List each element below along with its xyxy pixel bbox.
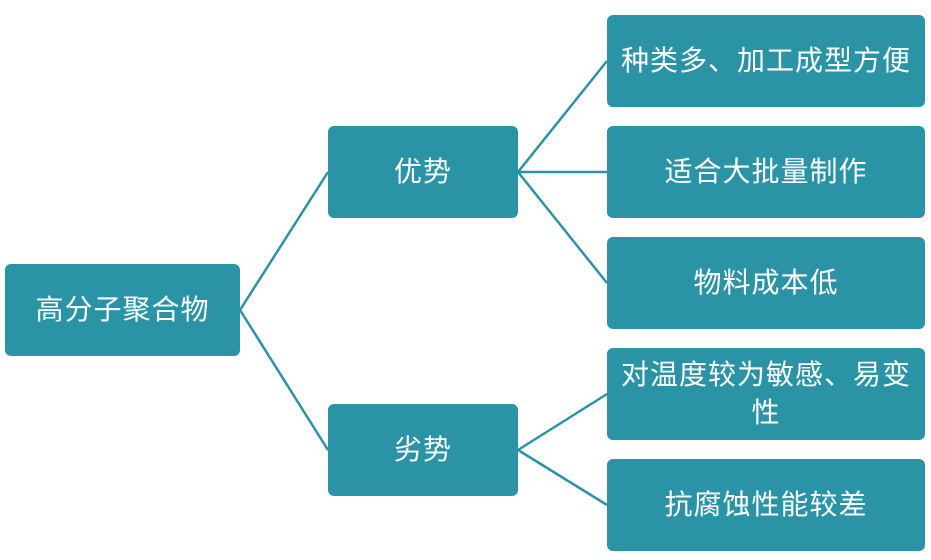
leaf-node-label: 适合大批量制作 bbox=[664, 155, 868, 188]
leaf-node-label: 抗腐蚀性能较差 bbox=[664, 488, 868, 521]
branch-node-disadvantage-label: 劣势 bbox=[393, 433, 452, 466]
leaf-node-label: 种类多、加工成型方便 bbox=[620, 44, 911, 77]
branch-node-disadvantage: 劣势 bbox=[328, 404, 518, 496]
branch-node-advantage: 优势 bbox=[328, 126, 518, 218]
connector-advantage-1 bbox=[517, 60, 608, 173]
connector-disadvantage-2 bbox=[517, 448, 608, 507]
connector-advantage-3 bbox=[517, 171, 608, 284]
leaf-node-advantage-1: 种类多、加工成型方便 bbox=[607, 15, 925, 107]
branch-node-advantage-label: 优势 bbox=[393, 155, 452, 188]
connector-disadvantage-1 bbox=[517, 392, 608, 452]
connector-root-disadvantage bbox=[238, 309, 330, 451]
leaf-node-disadvantage-1: 对温度较为敏感、易变性 bbox=[607, 348, 925, 440]
leaf-node-disadvantage-2: 抗腐蚀性能较差 bbox=[607, 459, 925, 551]
leaf-node-advantage-3: 物料成本低 bbox=[607, 237, 925, 329]
leaf-node-label: 对温度较为敏感、易变性 bbox=[620, 358, 911, 429]
leaf-node-label: 物料成本低 bbox=[693, 266, 839, 299]
leaf-node-advantage-2: 适合大批量制作 bbox=[607, 126, 925, 218]
connector-root-advantage bbox=[238, 171, 330, 311]
root-node: 高分子聚合物 bbox=[5, 264, 240, 356]
root-node-label: 高分子聚合物 bbox=[35, 293, 210, 326]
